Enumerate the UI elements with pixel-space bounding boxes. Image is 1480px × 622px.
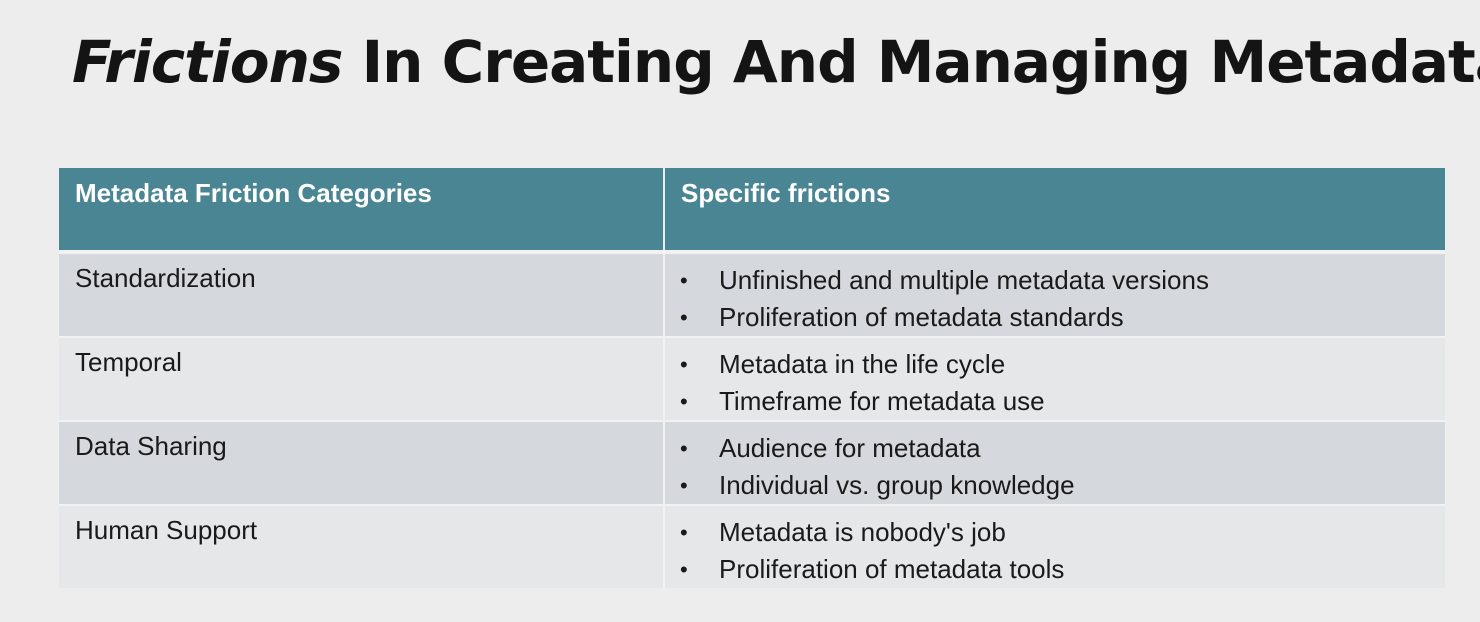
bullet-icon: • <box>680 473 688 498</box>
header-frictions: Specific frictions <box>663 168 1445 250</box>
table-header-row: Metadata Friction Categories Specific fr… <box>59 168 1445 250</box>
bullet-icon: • <box>680 436 688 461</box>
friction-item: •Unfinished and multiple metadata versio… <box>679 262 1445 299</box>
bullet-icon: • <box>680 268 688 293</box>
bullet-icon: • <box>680 305 688 330</box>
table-row: Data Sharing •Audience for metadata •Ind… <box>59 420 1445 504</box>
header-categories: Metadata Friction Categories <box>59 168 663 250</box>
friction-item: •Audience for metadata <box>679 430 1445 467</box>
frictions-cell: •Metadata in the life cycle •Timeframe f… <box>663 336 1445 420</box>
category-cell: Data Sharing <box>59 420 663 504</box>
table-row: Human Support •Metadata is nobody's job … <box>59 504 1445 588</box>
frictions-cell: •Metadata is nobody's job •Proliferation… <box>663 504 1445 588</box>
title-rest: In Creating And Managing Metadata <box>342 28 1480 96</box>
friction-item: •Proliferation of metadata standards <box>679 299 1445 336</box>
bullet-icon: • <box>680 389 688 414</box>
friction-list: •Audience for metadata •Individual vs. g… <box>679 430 1445 504</box>
title-emphasis: Frictions <box>72 28 343 96</box>
bullet-icon: • <box>680 557 688 582</box>
friction-item: •Individual vs. group knowledge <box>679 467 1445 504</box>
friction-list: •Metadata in the life cycle •Timeframe f… <box>679 346 1445 420</box>
bullet-icon: • <box>680 520 688 545</box>
friction-item: •Proliferation of metadata tools <box>679 551 1445 588</box>
friction-item: •Metadata in the life cycle <box>679 346 1445 383</box>
frictions-cell: •Unfinished and multiple metadata versio… <box>663 250 1445 336</box>
category-cell: Human Support <box>59 504 663 588</box>
friction-list: •Unfinished and multiple metadata versio… <box>679 262 1445 336</box>
friction-item: •Metadata is nobody's job <box>679 514 1445 551</box>
category-cell: Temporal <box>59 336 663 420</box>
friction-item: •Timeframe for metadata use <box>679 383 1445 420</box>
frictions-cell: •Audience for metadata •Individual vs. g… <box>663 420 1445 504</box>
slide-title: Frictions In Creating And Managing Metad… <box>72 22 1480 102</box>
friction-table: Metadata Friction Categories Specific fr… <box>59 168 1445 588</box>
table-row: Standardization •Unfinished and multiple… <box>59 250 1445 336</box>
friction-list: •Metadata is nobody's job •Proliferation… <box>679 514 1445 588</box>
category-cell: Standardization <box>59 250 663 336</box>
table-row: Temporal •Metadata in the life cycle •Ti… <box>59 336 1445 420</box>
bullet-icon: • <box>680 352 688 377</box>
